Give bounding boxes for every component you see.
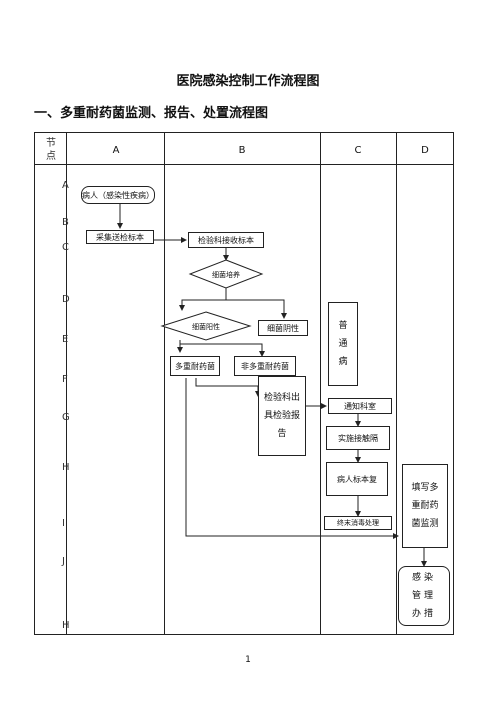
positive-decision [160,311,252,341]
positive-decision-label: 细菌阳性 [192,323,220,331]
culture-decision [188,259,264,289]
flow-table [34,132,454,635]
lab-report-node: 检验科出具检验报告 [258,376,306,456]
mdro-node: 多重耐药菌 [170,356,220,376]
row-label: H [62,620,70,631]
row-label: G [62,412,70,423]
negative-node: 细菌阴性 [258,320,308,336]
row-label: A [62,180,69,191]
infection-mgmt-node: 感染管理办措 [398,566,450,626]
table-divider [66,132,67,635]
row-label: E [62,334,69,345]
column-header-c: C [354,145,362,156]
node-header: 节 点 [46,138,56,162]
column-header-d: D [421,145,429,156]
culture-decision-label: 细菌培养 [212,271,240,279]
column-header-b: B [238,145,246,156]
page-number: 1 [245,655,251,665]
lab-receive-node: 检验科接收标本 [188,232,264,248]
table-divider [164,132,165,635]
row-label: F [62,374,68,385]
table-divider [34,164,454,165]
fill-monitor-node: 填写多重耐药菌监测 [402,464,448,548]
table-divider [396,132,397,635]
row-label: B [62,217,69,228]
row-label: I [62,518,65,529]
section-heading: 一、多重耐药菌监测、报告、处置流程图 [34,106,269,121]
table-divider [320,132,321,635]
non-mdro-node: 非多重耐药菌 [234,356,296,376]
column-header-a: A [112,145,120,156]
row-label: H [62,462,70,473]
notify-node: 通知科室 [328,398,392,414]
row-label: J [62,556,65,567]
normal-patient-node: 普通病 [328,302,358,386]
row-label: D [62,294,70,305]
patient-node: 病人（感染性疾病） [81,186,155,204]
document-title: 医院感染控制工作流程图 [176,74,320,89]
terminal-disinfection-node: 终末消毒处理 [324,516,392,530]
row-label: C [62,242,69,253]
send-specimen-node: 采集送检标本 [86,230,154,244]
patient-mark-node: 病人标本复 [326,462,388,496]
isolation-node: 实施接触隔 [326,426,390,450]
